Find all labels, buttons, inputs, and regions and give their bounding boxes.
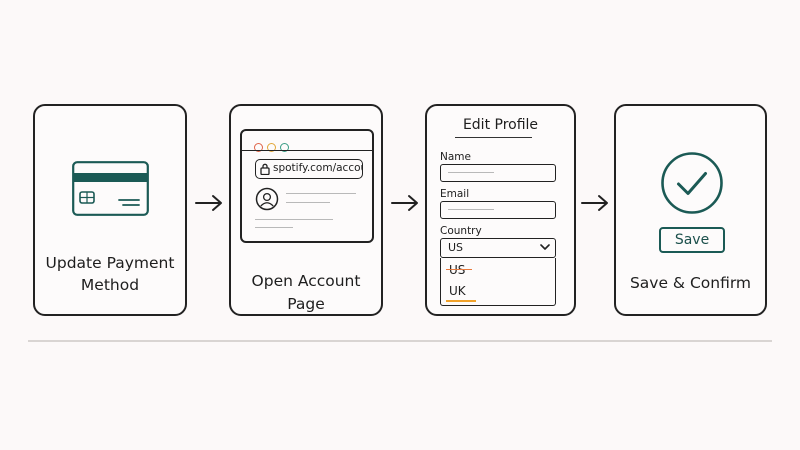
step-open-account: spotify.com/account Open Account Page — [229, 104, 383, 316]
name-field — [440, 164, 556, 182]
option-new-country: UK — [449, 284, 466, 298]
address-text: spotify.com/account — [273, 162, 362, 174]
arrow-right-icon — [195, 195, 222, 211]
bottom-divider — [28, 340, 772, 342]
placeholder-line — [286, 193, 356, 194]
step-edit-profile: Edit Profile Name Email Country US US UK — [425, 104, 576, 316]
address-bar: spotify.com/account — [255, 159, 363, 179]
highlight-underline — [446, 300, 476, 302]
chevron-down-icon — [540, 244, 550, 250]
name-label: Name — [440, 151, 471, 163]
placeholder-line — [448, 172, 494, 173]
lock-icon — [260, 163, 270, 175]
placeholder-line — [255, 219, 333, 220]
arrow-right-icon — [391, 195, 418, 211]
step-save-confirm: Save Save & Confirm — [614, 104, 767, 316]
check-circle-icon — [661, 152, 723, 214]
placeholder-line — [255, 227, 293, 228]
placeholder-line — [286, 202, 330, 203]
option-old-country: US — [449, 263, 466, 277]
country-selected-value: US — [448, 241, 464, 254]
step-label-line-1: Update Payment — [45, 254, 175, 272]
email-field — [440, 201, 556, 219]
step-update-payment: Update Payment Method — [33, 104, 187, 316]
strikethrough-mark — [446, 269, 472, 270]
toolbar-divider — [242, 150, 372, 151]
maximize-dot-icon — [280, 143, 289, 152]
window-controls — [254, 137, 293, 152]
arrow-right-icon — [581, 195, 608, 211]
email-label: Email — [440, 188, 470, 200]
minimize-dot-icon — [267, 143, 276, 152]
close-dot-icon — [254, 143, 263, 152]
form-title: Edit Profile — [462, 117, 539, 133]
placeholder-line — [448, 209, 494, 210]
save-button: Save — [659, 227, 725, 253]
avatar-icon — [255, 187, 279, 211]
country-select: US — [440, 238, 556, 258]
title-underline — [455, 137, 532, 138]
step-label: Save & Confirm — [629, 274, 752, 292]
browser-window-icon: spotify.com/account — [240, 129, 374, 243]
country-label: Country — [440, 225, 482, 237]
credit-card-icon — [72, 161, 149, 216]
country-options-list: US UK — [440, 258, 556, 306]
step-label-line-2: Method — [80, 276, 140, 294]
step-label: Open Account Page — [251, 272, 361, 313]
